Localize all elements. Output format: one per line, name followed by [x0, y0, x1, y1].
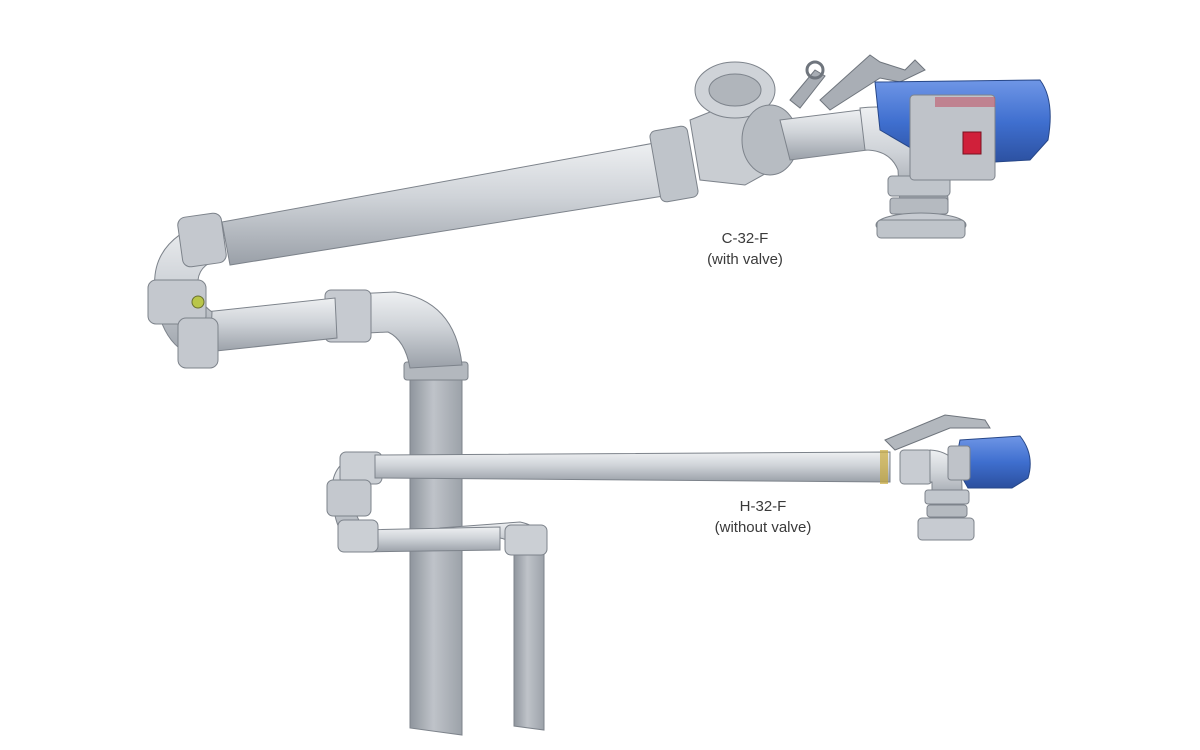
h-32-f-actuator — [954, 435, 1031, 489]
h-32-f-riser — [513, 544, 545, 731]
c-32-f-model: C-32-F — [721, 230, 769, 247]
c-32-f-arm — [147, 54, 1051, 736]
c-32-f-actuator-arm — [819, 54, 926, 111]
c-32-f-label: C-32-F (with valve) — [675, 228, 815, 270]
h-32-f-swivel-collar-bottom — [337, 519, 379, 553]
h-32-f-arm — [326, 414, 1031, 731]
c-32-f-outer-arm — [221, 141, 671, 266]
h-32-f-model: H-32-F — [739, 498, 787, 515]
c-32-f-grease-fitting — [191, 295, 205, 309]
h-32-f-actuator-arm — [884, 414, 991, 451]
c-32-f-status-indicator — [962, 131, 982, 155]
c-32-f-actuator-plate — [909, 94, 996, 181]
h-32-f-swivel-collar-mid — [326, 479, 372, 517]
c-32-f-description: (with valve) — [707, 251, 783, 268]
c-32-f-elbow-collar-mid — [147, 279, 207, 325]
h-32-f-outer-arm — [374, 451, 891, 483]
h-32-f-label: H-32-F (without valve) — [678, 496, 848, 538]
h-32-f-description: (without valve) — [714, 519, 812, 536]
c-32-f-flange-ring — [649, 125, 699, 203]
h-32-f-coupler-flange — [917, 517, 975, 541]
c-32-f-outlet-pipe — [779, 109, 869, 161]
c-32-f-lower-inner-arm — [204, 297, 338, 353]
c-32-f-valve-handle — [789, 69, 826, 109]
c-32-f-elbow-collar-bottom — [177, 317, 219, 369]
c-32-f-elbow-collar-top — [177, 212, 227, 268]
